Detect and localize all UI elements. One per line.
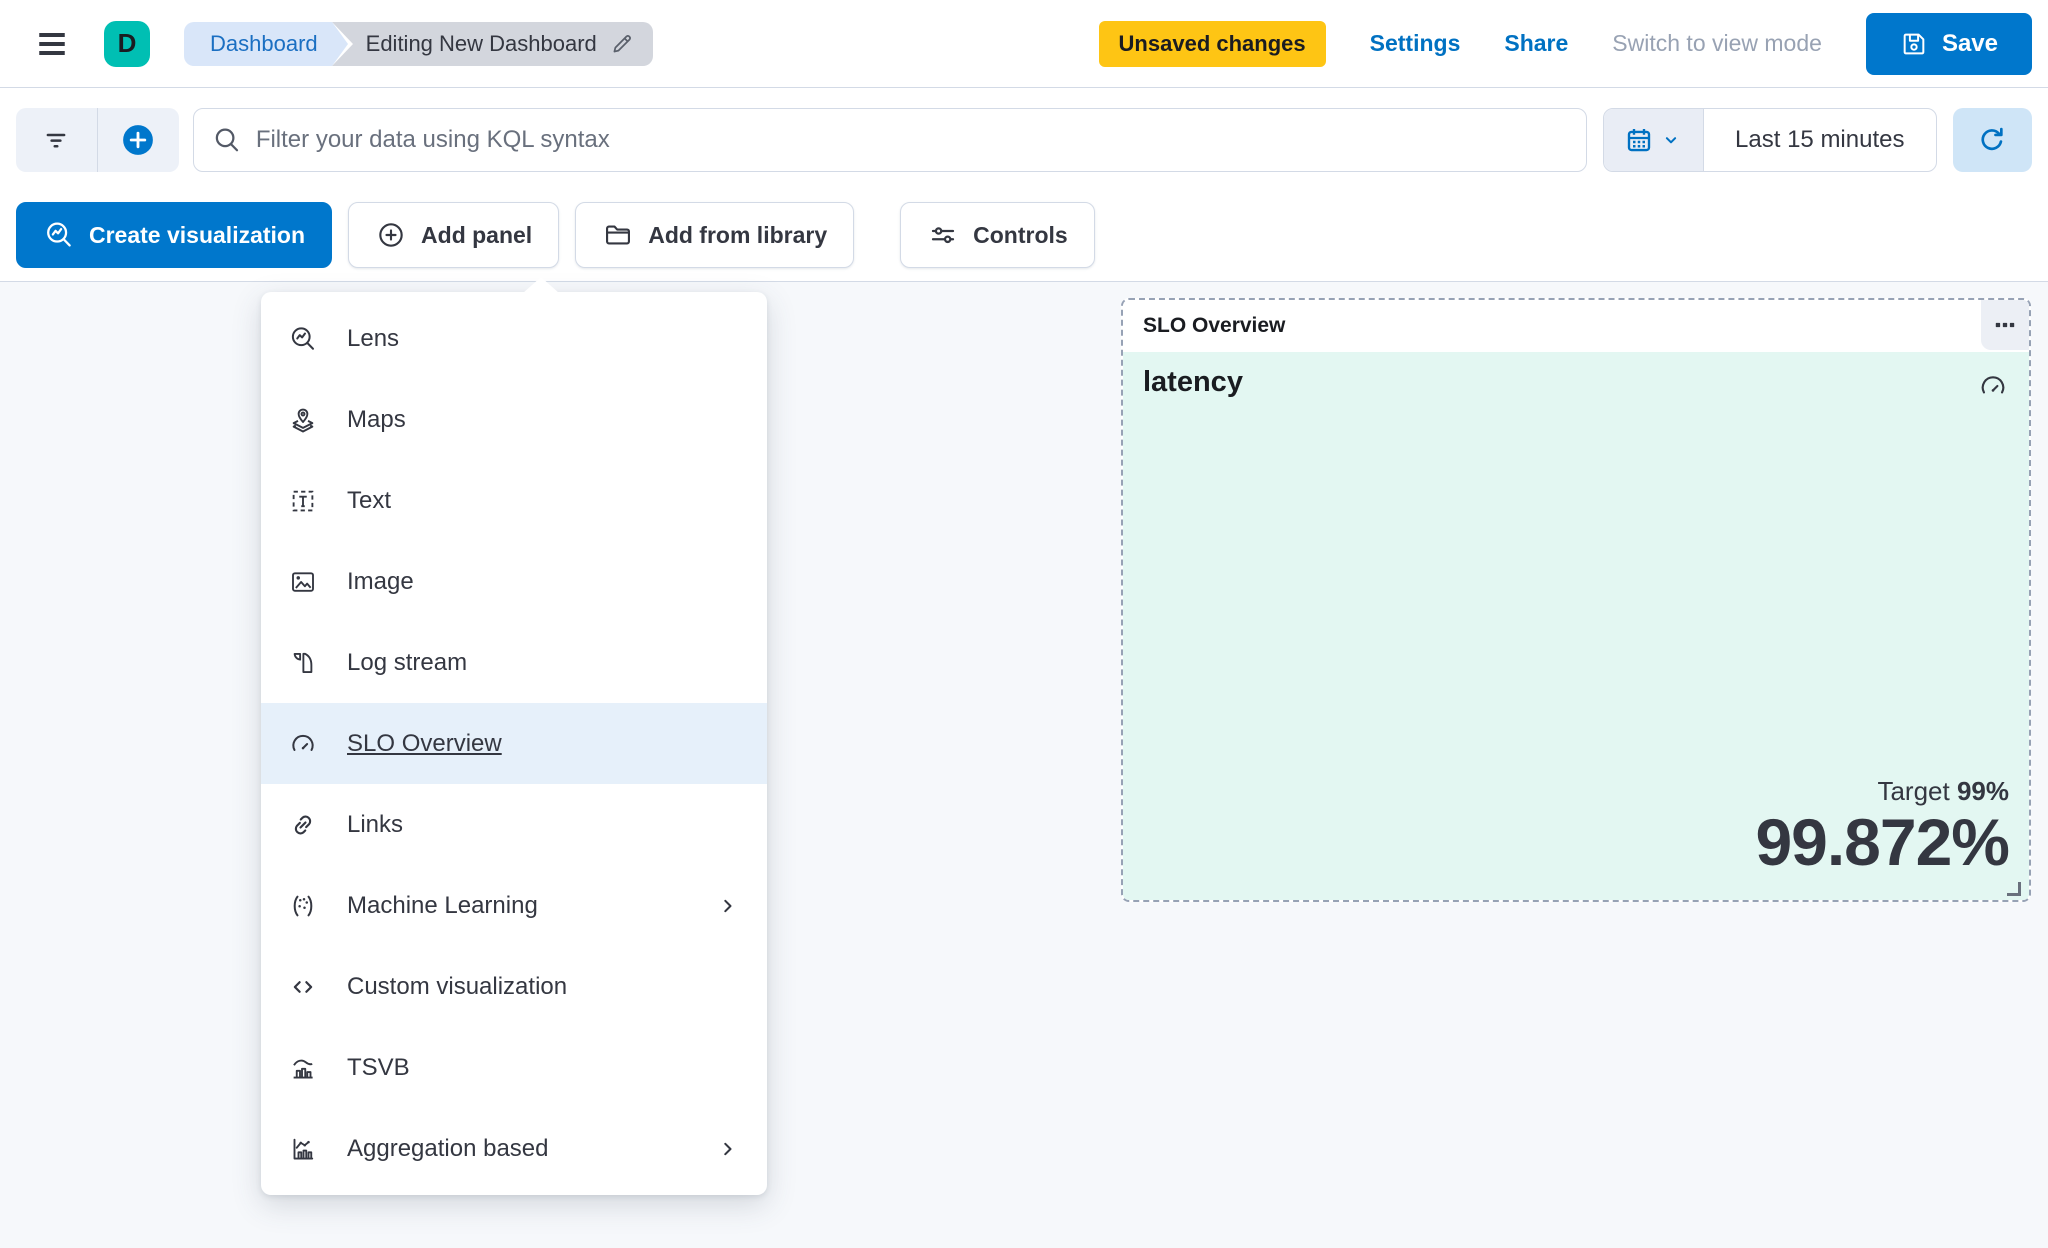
menu-item-label: Maps (347, 405, 406, 433)
add-filter-button[interactable] (98, 108, 179, 172)
slo-metric: Target 99% 99.872% (1755, 776, 2010, 879)
filters-button[interactable] (16, 108, 97, 172)
panel-title: SLO Overview (1143, 314, 1286, 337)
slo-metric-body: latency Target 99% 99.872% (1123, 352, 2029, 900)
panel-header: SLO Overview (1123, 300, 2029, 352)
aggregation-icon (287, 1133, 319, 1165)
header-actions: Unsaved changes Settings Share Switch to… (1098, 12, 2032, 75)
breadcrumb: Dashboard Editing New Dashboard (184, 21, 653, 66)
slo-target: Target 99% (1755, 776, 2009, 807)
menu-item-label: SLO Overview (347, 729, 502, 757)
kql-search-input[interactable] (255, 126, 1568, 154)
filter-group-divider (96, 108, 98, 172)
switch-to-view-mode-label[interactable]: Switch to view mode (1612, 30, 1822, 56)
menu-item-label: Machine Learning (347, 891, 538, 919)
lens-icon (287, 323, 319, 355)
save-button-label: Save (1941, 29, 1998, 57)
machine-learning-icon (287, 890, 319, 922)
menu-item-custom-visualization[interactable]: Custom visualization (261, 946, 767, 1027)
lens-icon (43, 219, 75, 251)
slo-sli-value: 99.872% (1755, 804, 2010, 879)
add-panel-button[interactable]: Add panel (348, 202, 560, 268)
text-icon (287, 485, 319, 517)
menu-hamburger-button[interactable] (30, 22, 74, 66)
chevron-right-icon (715, 893, 741, 919)
breadcrumb-current-label: Editing New Dashboard (365, 30, 597, 56)
create-visualization-label: Create visualization (89, 221, 306, 248)
menu-item-tsvb[interactable]: TSVB (261, 1027, 767, 1108)
links-icon (287, 809, 319, 841)
time-range-display[interactable]: Last 15 minutes (1704, 109, 1936, 171)
plus-circle-outline-icon (375, 219, 407, 251)
slo-gauge-icon (287, 728, 319, 760)
edit-toolbar: Create visualization Add panel Add from … (16, 202, 1095, 268)
add-panel-menu: Lens Maps Text Image Log stream (261, 277, 767, 1195)
calendar-icon (1624, 125, 1654, 155)
save-floppy-icon (1900, 30, 1928, 58)
menu-item-label: Lens (347, 324, 400, 352)
time-range-picker: Last 15 minutes (1602, 108, 1937, 172)
menu-item-maps[interactable]: Maps (261, 379, 767, 460)
breadcrumb-current[interactable]: Editing New Dashboard (331, 21, 653, 66)
chevron-down-icon (1660, 129, 1682, 151)
kql-search-box (192, 108, 1587, 172)
panel-resize-handle[interactable] (2007, 882, 2021, 896)
space-avatar[interactable]: D (104, 20, 150, 67)
menu-item-label: Image (347, 567, 414, 595)
panel-options-button[interactable] (1981, 300, 2029, 350)
quick-select-button[interactable] (1603, 109, 1704, 171)
controls-label: Controls (973, 221, 1068, 248)
sliders-icon (927, 219, 959, 251)
menu-item-lens[interactable]: Lens (261, 298, 767, 379)
folder-icon (602, 219, 634, 251)
menu-item-label: Text (347, 486, 392, 514)
create-visualization-button[interactable]: Create visualization (16, 202, 333, 268)
chevron-right-icon (715, 1136, 741, 1162)
slo-target-value: 99% (1956, 775, 2009, 806)
top-header: D Dashboard Editing New Dashboard Unsave… (0, 0, 2048, 88)
save-button[interactable]: Save (1865, 12, 2032, 75)
slo-overview-panel[interactable]: SLO Overview latency Target 99% 99.872% (1121, 298, 2031, 902)
image-icon (287, 566, 319, 598)
popover-arrow (523, 277, 559, 293)
menu-item-label: Links (347, 810, 404, 838)
plus-circle-icon (121, 123, 155, 157)
filter-button-group (16, 108, 179, 172)
menu-item-label: Aggregation based (347, 1134, 549, 1162)
add-from-library-button[interactable]: Add from library (575, 202, 855, 268)
menu-item-aggregation-based[interactable]: Aggregation based (261, 1108, 767, 1189)
chrome-divider (0, 281, 2048, 282)
slo-gauge-icon (1977, 370, 2009, 402)
boxes-horizontal-icon (1992, 312, 2018, 338)
refresh-icon (1976, 124, 2008, 156)
query-bar: Last 15 minutes (16, 108, 2032, 172)
menu-item-slo-overview[interactable]: SLO Overview (261, 703, 767, 784)
menu-item-text[interactable]: Text (261, 460, 767, 541)
search-icon (212, 125, 242, 155)
unsaved-changes-badge: Unsaved changes (1098, 20, 1326, 67)
add-from-library-label: Add from library (648, 221, 828, 248)
menu-item-label: TSVB (347, 1053, 410, 1081)
menu-item-machine-learning[interactable]: Machine Learning (261, 865, 767, 946)
breadcrumb-dashboard[interactable]: Dashboard (184, 21, 353, 66)
code-icon (287, 971, 319, 1003)
refresh-button[interactable] (1952, 108, 2032, 172)
hamburger-icon (34, 26, 70, 62)
filter-icon (41, 125, 71, 155)
slo-target-label: Target (1877, 775, 1957, 806)
menu-item-label: Log stream (347, 648, 468, 676)
menu-item-image[interactable]: Image (261, 541, 767, 622)
settings-link[interactable]: Settings (1369, 30, 1461, 56)
share-link[interactable]: Share (1504, 30, 1569, 56)
slo-name: latency (1143, 366, 1243, 398)
tsvb-icon (287, 1052, 319, 1084)
maps-icon (287, 404, 319, 436)
menu-item-links[interactable]: Links (261, 784, 767, 865)
add-panel-label: Add panel (421, 221, 533, 248)
menu-item-log-stream[interactable]: Log stream (261, 622, 767, 703)
controls-button[interactable]: Controls (900, 202, 1095, 268)
edit-pencil-icon (609, 31, 635, 57)
log-stream-icon (287, 647, 319, 679)
menu-item-label: Custom visualization (347, 972, 568, 1000)
